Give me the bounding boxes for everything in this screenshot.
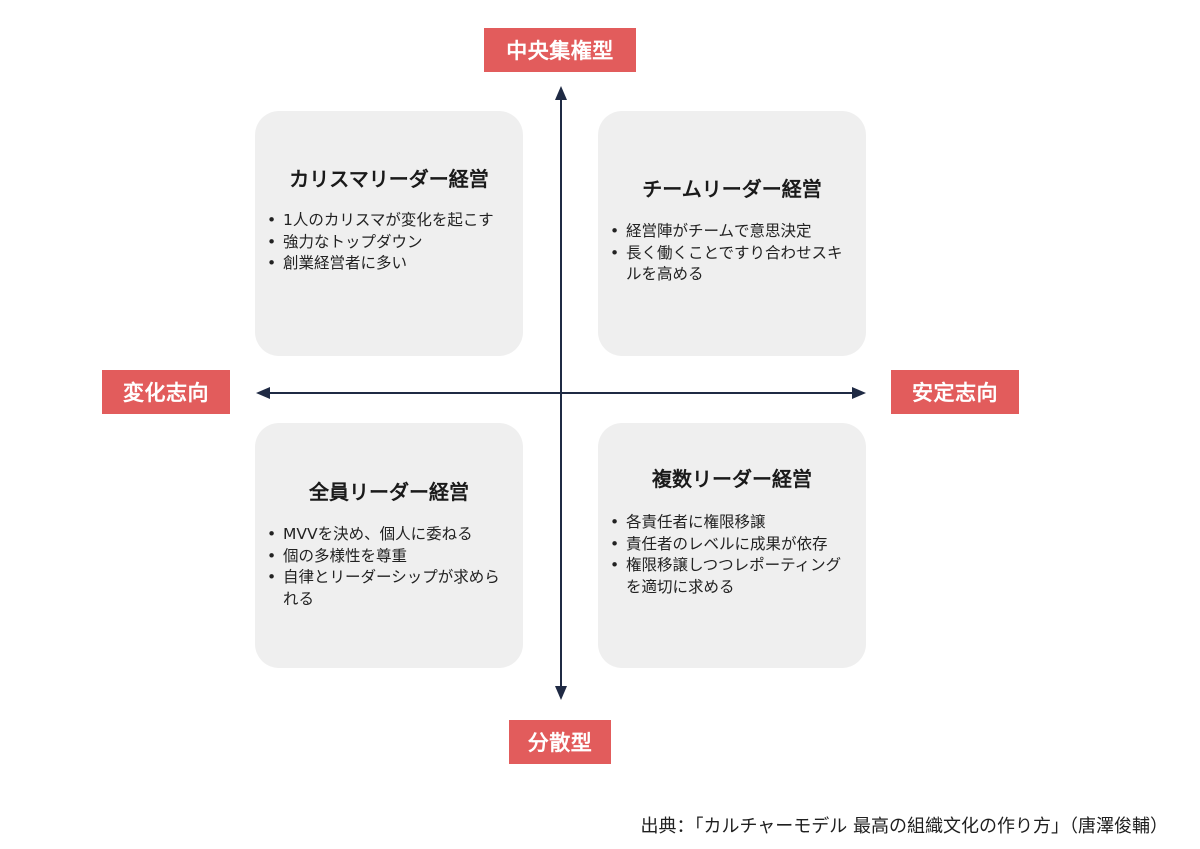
- quadrant-bullet-list: 1人のカリスマが変化を起こす 強力なトップダウン 創業経営者に多い: [267, 210, 509, 275]
- axis-label-top: 中央集権型: [484, 28, 636, 72]
- quadrant-bullet-list: MVVを決め、個人に委ねる 個の多様性を尊重 自律とリーダーシップが求められる: [267, 524, 509, 610]
- arrow-right-icon: [852, 387, 866, 399]
- quadrant-title: チームリーダー経営: [642, 177, 822, 201]
- axis-label-left: 変化志向: [102, 370, 230, 414]
- bullet-item: 創業経営者に多い: [267, 253, 509, 275]
- quadrant-title: 複数リーダー経営: [652, 467, 812, 491]
- bullet-item: 長く働くことですり合わせスキルを高める: [610, 243, 852, 286]
- axis-label-bottom: 分散型: [509, 720, 611, 764]
- arrow-left-icon: [256, 387, 270, 399]
- bullet-item: 強力なトップダウン: [267, 232, 509, 254]
- bullet-item: 自律とリーダーシップが求められる: [267, 567, 509, 610]
- source-citation: 出典：「カルチャーモデル 最高の組織文化の作り方」（唐澤俊輔）: [640, 816, 1168, 837]
- bullet-item: 個の多様性を尊重: [267, 546, 509, 568]
- quadrant-title: 全員リーダー経営: [309, 480, 469, 504]
- bullet-item: 経営陣がチームで意思決定: [610, 221, 852, 243]
- bullet-item: 責任者のレベルに成果が依存: [610, 534, 852, 556]
- quadrant-card-top-left: カリスマリーダー経営 1人のカリスマが変化を起こす 強力なトップダウン 創業経営…: [255, 111, 523, 356]
- arrow-down-icon: [555, 686, 567, 700]
- quadrant-bullet-list: 経営陣がチームで意思決定 長く働くことですり合わせスキルを高める: [610, 221, 852, 286]
- quadrant-card-bottom-right: 複数リーダー経営 各責任者に権限移譲 責任者のレベルに成果が依存 権限移譲しつつ…: [598, 423, 866, 668]
- quadrant-card-top-right: チームリーダー経営 経営陣がチームで意思決定 長く働くことですり合わせスキルを高…: [598, 111, 866, 356]
- quadrant-title: カリスマリーダー経営: [289, 167, 489, 191]
- quadrant-card-bottom-left: 全員リーダー経営 MVVを決め、個人に委ねる 個の多様性を尊重 自律とリーダーシ…: [255, 423, 523, 668]
- bullet-item: 1人のカリスマが変化を起こす: [267, 210, 509, 232]
- bullet-item: 各責任者に権限移譲: [610, 512, 852, 534]
- arrow-up-icon: [555, 86, 567, 100]
- bullet-item: 権限移譲しつつレポーティングを適切に求める: [610, 555, 852, 598]
- bullet-item: MVVを決め、個人に委ねる: [267, 524, 509, 546]
- quadrant-bullet-list: 各責任者に権限移譲 責任者のレベルに成果が依存 権限移譲しつつレポーティングを適…: [610, 512, 852, 598]
- axis-label-right: 安定志向: [891, 370, 1019, 414]
